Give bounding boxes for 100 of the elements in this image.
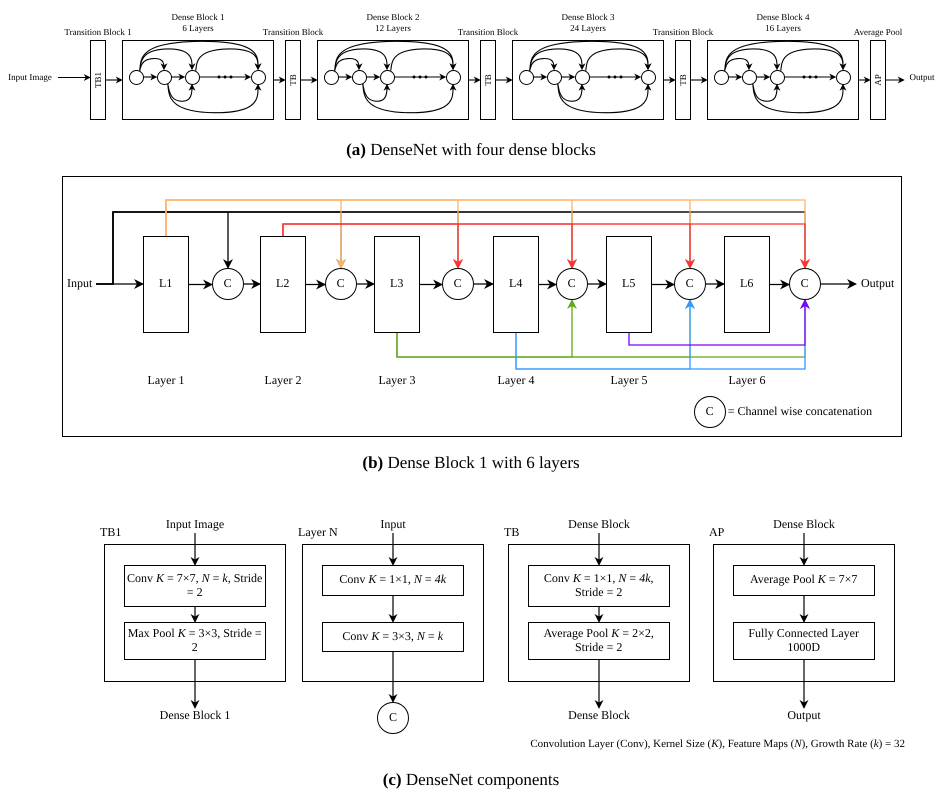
arrow (594, 660, 604, 709)
concat-circle (377, 702, 409, 734)
arrow (594, 533, 604, 566)
block-heading: Dense Block 1 (172, 12, 224, 22)
arrow (529, 40, 652, 71)
circle-label: C (686, 276, 694, 291)
arrow (167, 83, 262, 114)
box-label: Max Pool K = 3×3, Stride = 2 (126, 626, 263, 654)
arrow (338, 74, 352, 80)
operation-box (124, 622, 266, 660)
arrow (106, 76, 123, 84)
arrow (800, 596, 808, 623)
panel-frame (62, 176, 902, 437)
arrow (800, 660, 808, 709)
layer-label: Layer 6 (728, 373, 766, 388)
arrow (706, 279, 725, 289)
block-label: TB1 (92, 72, 104, 88)
arrow (529, 58, 558, 71)
layer-box (492, 236, 539, 333)
arrow (306, 280, 326, 290)
layer-circle (546, 70, 562, 84)
arrow (664, 76, 676, 84)
legend-text: = Channel wise concatenation (728, 404, 872, 419)
arrow (190, 607, 200, 623)
layer-label: Layer 4 (498, 373, 534, 388)
operation-box (732, 622, 875, 660)
flow-label: Input Image (2, 70, 58, 85)
layer-box (374, 236, 420, 333)
arrow (770, 280, 790, 290)
panel-heading: TB1 (100, 526, 122, 540)
block-heading: 6 Layers (182, 23, 214, 34)
arrow (334, 48, 390, 71)
circle-label: C (224, 276, 232, 291)
layer-circle (574, 70, 590, 84)
arrow (800, 533, 808, 566)
concat-circle (556, 268, 588, 300)
circle-label: C (568, 276, 576, 291)
circle-label: C (388, 711, 397, 725)
block-label: TB (288, 74, 298, 86)
layer-box (606, 236, 652, 333)
arrow (886, 76, 905, 84)
arrow (388, 652, 398, 703)
flow-label: Output (904, 70, 940, 85)
box-label: L3 (390, 277, 404, 292)
layer-circle (324, 70, 338, 84)
operation-box (732, 564, 875, 596)
arrow (390, 48, 456, 71)
arrow (172, 74, 186, 80)
arrow (496, 76, 513, 84)
layer-box (724, 236, 770, 333)
block-heading: 24 Layers (570, 23, 606, 34)
layer-label: Layer 2 (264, 373, 302, 388)
arrow (195, 48, 262, 71)
arrow (652, 280, 675, 290)
arrow (585, 48, 652, 71)
arrow (139, 48, 196, 71)
concat-circle (788, 268, 821, 300)
layer-circle (184, 70, 200, 84)
layer-circle (250, 70, 266, 84)
operation-box (322, 622, 464, 652)
block-heading: Transition Block (458, 27, 518, 38)
arrow (557, 83, 586, 102)
box-label: L1 (159, 277, 172, 292)
box-label: L2 (276, 277, 290, 292)
block-heading: Average Pool (854, 27, 902, 38)
layer-circle (128, 70, 144, 84)
arrow (388, 596, 398, 623)
panel-heading: AP (709, 526, 724, 540)
arrow (859, 76, 871, 84)
arrow (334, 40, 456, 71)
arrow (780, 48, 846, 71)
circle-label: C (800, 276, 809, 291)
arrow (557, 83, 652, 114)
concat-circle (674, 268, 706, 300)
arrow (529, 48, 586, 71)
arrow (190, 533, 200, 566)
operation-box (322, 564, 464, 596)
layer-circle (836, 70, 850, 84)
block-heading: Dense Block 2 (366, 12, 420, 22)
block-heading: 12 Layers (375, 23, 411, 34)
arrow (139, 58, 168, 71)
arrow (244, 279, 261, 289)
box-label: L6 (740, 277, 754, 292)
arrow (301, 76, 318, 84)
arrow (190, 660, 200, 709)
arrow (420, 280, 443, 290)
layer-box (260, 236, 306, 333)
footnote: Convolution Layer (Conv), Kernel Size (K), Feature Maps (N), Growth Rate (k) = 32 (530, 738, 905, 752)
box-label: Conv K = 7×7, N = k, Stride = 2 (126, 572, 264, 600)
block-heading: Transition Block (652, 27, 714, 38)
arrow (539, 280, 557, 290)
block-label: TB (678, 74, 688, 86)
arrow (139, 40, 262, 71)
arrow (274, 76, 286, 84)
arrow (357, 279, 375, 289)
arrow (388, 533, 398, 566)
flow-label: Input (348, 517, 438, 533)
operation-box (528, 564, 670, 607)
arrow (590, 74, 642, 80)
circle-label: C (454, 276, 462, 291)
